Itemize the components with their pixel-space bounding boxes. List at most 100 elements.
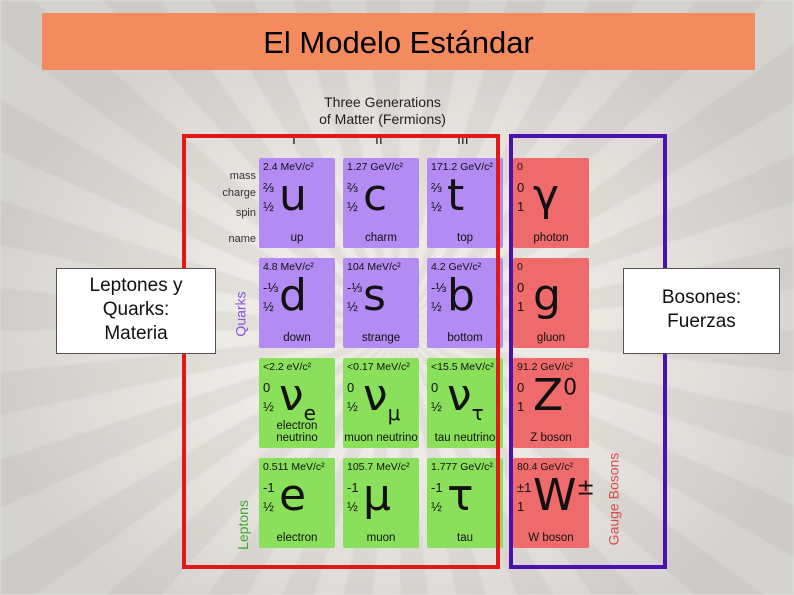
particle-spin: 1 (517, 199, 525, 214)
matter-callout-line2: Quarks: (102, 299, 170, 320)
particle-charge: 0 (517, 280, 525, 295)
generations-title-line2: of Matter (Fermions) (319, 111, 446, 127)
particle-symbol: d (279, 270, 307, 321)
particle-charge: ⅔ (263, 180, 274, 195)
generation-label-1: I (292, 131, 296, 147)
particle-spin: ½ (347, 199, 358, 214)
particle-symbol-main: b (447, 270, 475, 321)
particle-symbol: c (363, 170, 387, 221)
row-label-spin: spin (235, 207, 256, 219)
particle-name: Z boson (530, 432, 572, 444)
particle-name: photon (533, 232, 569, 244)
particle-spin: ½ (263, 499, 274, 514)
particle-spin: 1 (517, 399, 525, 414)
particle-symbol: W± (533, 470, 595, 521)
particle-symbol: μ (363, 470, 391, 521)
particle-mass: <15.5 MeV/c² (431, 361, 494, 373)
particle-charge: 0 (263, 380, 271, 395)
particle-symbol-main: γ (533, 170, 560, 221)
particle-symbol-main: ν (363, 370, 388, 421)
particle-mass: 104 MeV/c² (347, 261, 401, 273)
particle-symbol: s (363, 270, 386, 321)
particle-mass: <2.2 eV/c² (263, 361, 312, 373)
particle-spin: ½ (431, 399, 442, 414)
particle-symbol: νe (279, 370, 316, 425)
particle-symbol-main: τ (447, 470, 474, 521)
page-title: El Modelo Estándar (42, 13, 755, 70)
row-label-charge: charge (222, 187, 256, 199)
particle-name: muon (366, 532, 396, 544)
particle-charge: 0 (517, 180, 525, 195)
row-label-name: name (228, 233, 256, 245)
matter-callout-line1: Leptones y (89, 275, 183, 296)
particle-name: electron (276, 532, 318, 544)
particle-mass: 1.777 GeV/c² (431, 461, 493, 473)
particle-symbol: νμ (363, 370, 400, 425)
particle-symbol-subscript: μ (387, 400, 401, 425)
particle-mass: <0.17 MeV/c² (347, 361, 410, 373)
particle-name: down (283, 332, 311, 344)
particle-symbol-main: e (279, 470, 307, 521)
particle-symbol-main: Z (533, 370, 564, 421)
particle-name: charm (365, 232, 397, 244)
particle-charge: 0 (347, 380, 355, 395)
particle-name: up (290, 232, 304, 244)
particle-symbol: u (279, 170, 307, 221)
particle-charge: ±1 (517, 480, 532, 495)
particle-charge: ⅔ (347, 180, 358, 195)
particle-mass: 91.2 GeV/c² (517, 361, 574, 373)
particle-spin: ½ (347, 399, 358, 414)
particle-charge: -1 (431, 480, 443, 495)
particle-charge: -⅓ (431, 280, 447, 295)
particle-charge: -1 (347, 480, 359, 495)
matter-callout-line3: Materia (104, 323, 168, 344)
particle-symbol-superscript: 0 (563, 375, 578, 401)
particle-symbol-subscript: e (303, 400, 316, 425)
particle-name: strange (361, 332, 401, 344)
particle-charge: 0 (517, 380, 525, 395)
particle-symbol-subscript: τ (471, 400, 484, 425)
particle-symbol-main: g (533, 270, 561, 321)
particle-mass: 80.4 GeV/c² (517, 461, 574, 473)
particle-mass: 2.4 MeV/c² (263, 161, 314, 173)
particle-spin: ½ (431, 199, 442, 214)
particle-name: tau (457, 532, 473, 544)
particle-symbol-main: u (279, 170, 307, 221)
particle-mass: 4.8 MeV/c² (263, 261, 314, 273)
particle-symbol-main: s (363, 270, 386, 321)
particle-charge: -⅓ (263, 280, 279, 295)
particle-charge: ⅔ (431, 180, 442, 195)
particle-spin: ½ (347, 499, 358, 514)
particle-symbol: e (279, 470, 306, 521)
forces-callout-line2: Fuerzas (667, 311, 736, 332)
matter-frame (182, 134, 500, 569)
particle-spin: ½ (347, 299, 358, 314)
particle-symbol: Z0 (533, 370, 577, 421)
row-label-mass: mass (229, 170, 256, 182)
particle-mass: 171.2 GeV/c² (431, 161, 493, 173)
particle-spin: ½ (431, 299, 442, 314)
generations-title-line1: Three Generations (324, 94, 441, 110)
particle-symbol: γ (533, 170, 559, 221)
particle-mass: 1.27 GeV/c² (347, 161, 404, 173)
particle-spin: ½ (263, 299, 274, 314)
particle-charge: -⅓ (347, 280, 363, 295)
particle-spin: ½ (263, 199, 274, 214)
particle-mass: 105.7 MeV/c² (347, 461, 410, 473)
particle-spin: ½ (431, 499, 442, 514)
particle-symbol-main: t (447, 170, 465, 221)
